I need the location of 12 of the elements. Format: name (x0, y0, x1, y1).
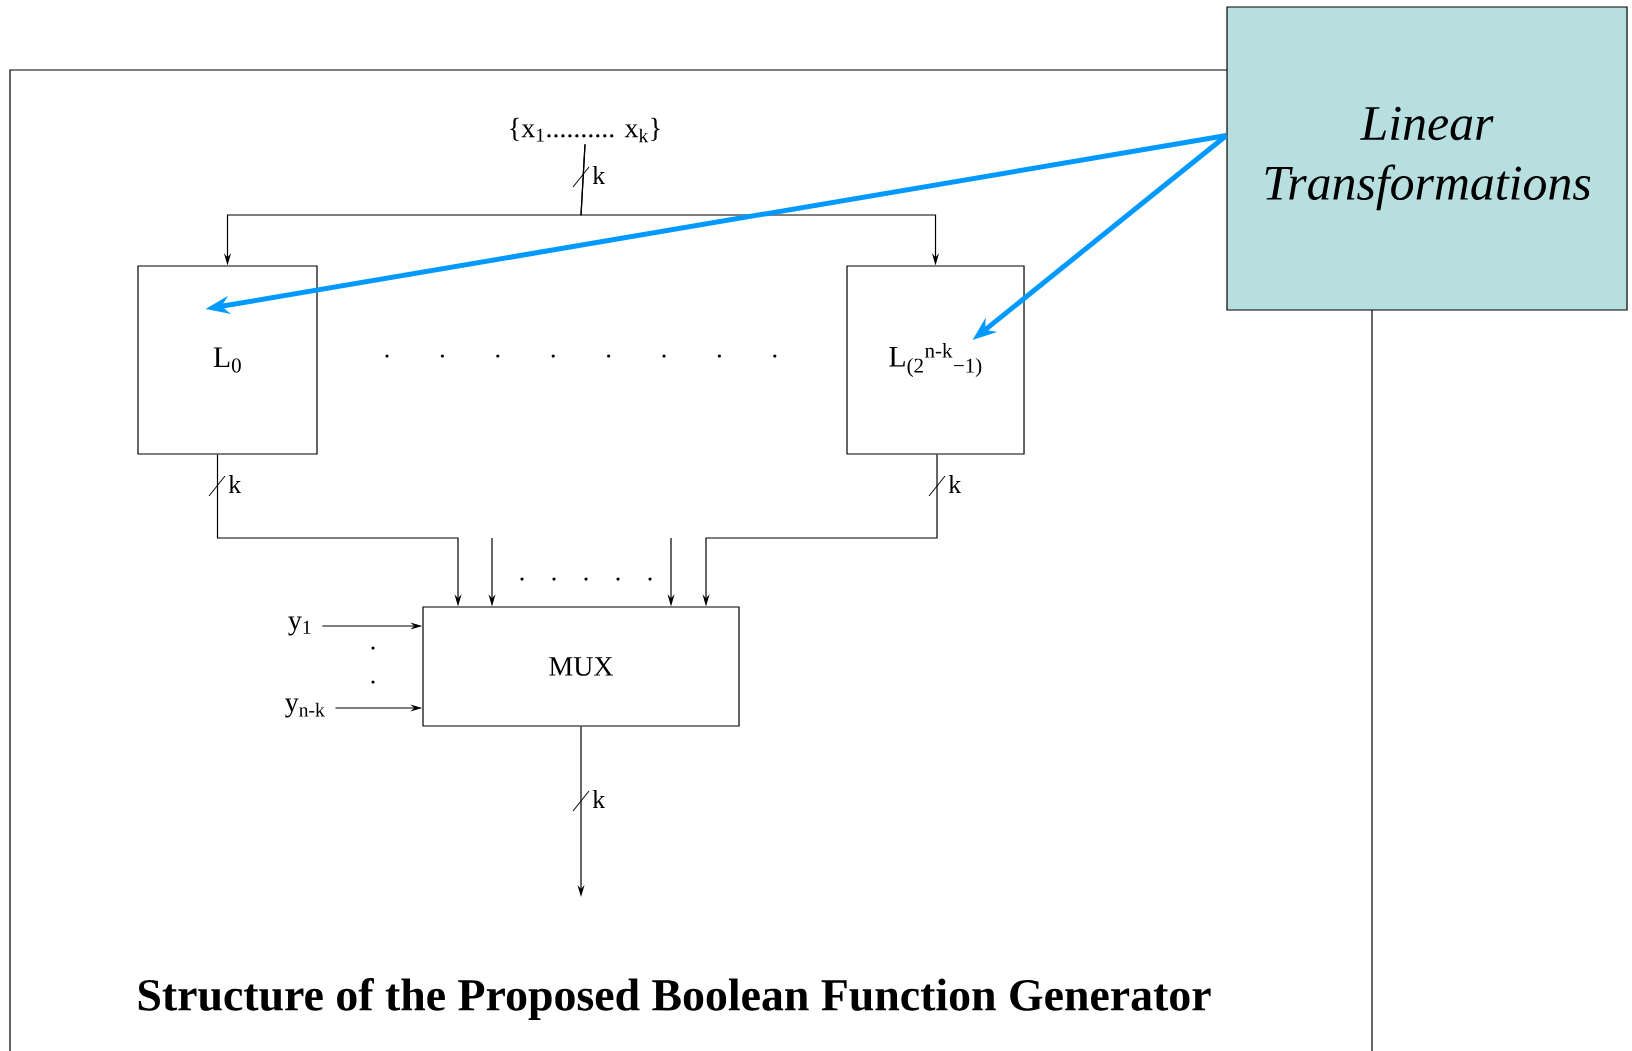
bus-width-label: k (592, 166, 606, 184)
bus-width-label: k (948, 475, 962, 493)
block-box: L$_{0}$ (137, 265, 318, 455)
signal-label: y$_{n-k}$ (285, 698, 325, 718)
block-box: L$_{(2}$n-k−1) (846, 265, 1025, 455)
block-box: MUX (422, 606, 740, 727)
signal-label: y$_{1}$ (288, 616, 311, 636)
callout-box: Linear Transformations (1226, 6, 1628, 311)
bus-width-label: k (592, 790, 606, 808)
bus-width-label: k (228, 475, 242, 493)
signal-label: {x$_{1}$.......... x$_{k}$} (510, 117, 660, 143)
caption: Structure of the Proposed Boolean Function Generator (138, 978, 1211, 1020)
